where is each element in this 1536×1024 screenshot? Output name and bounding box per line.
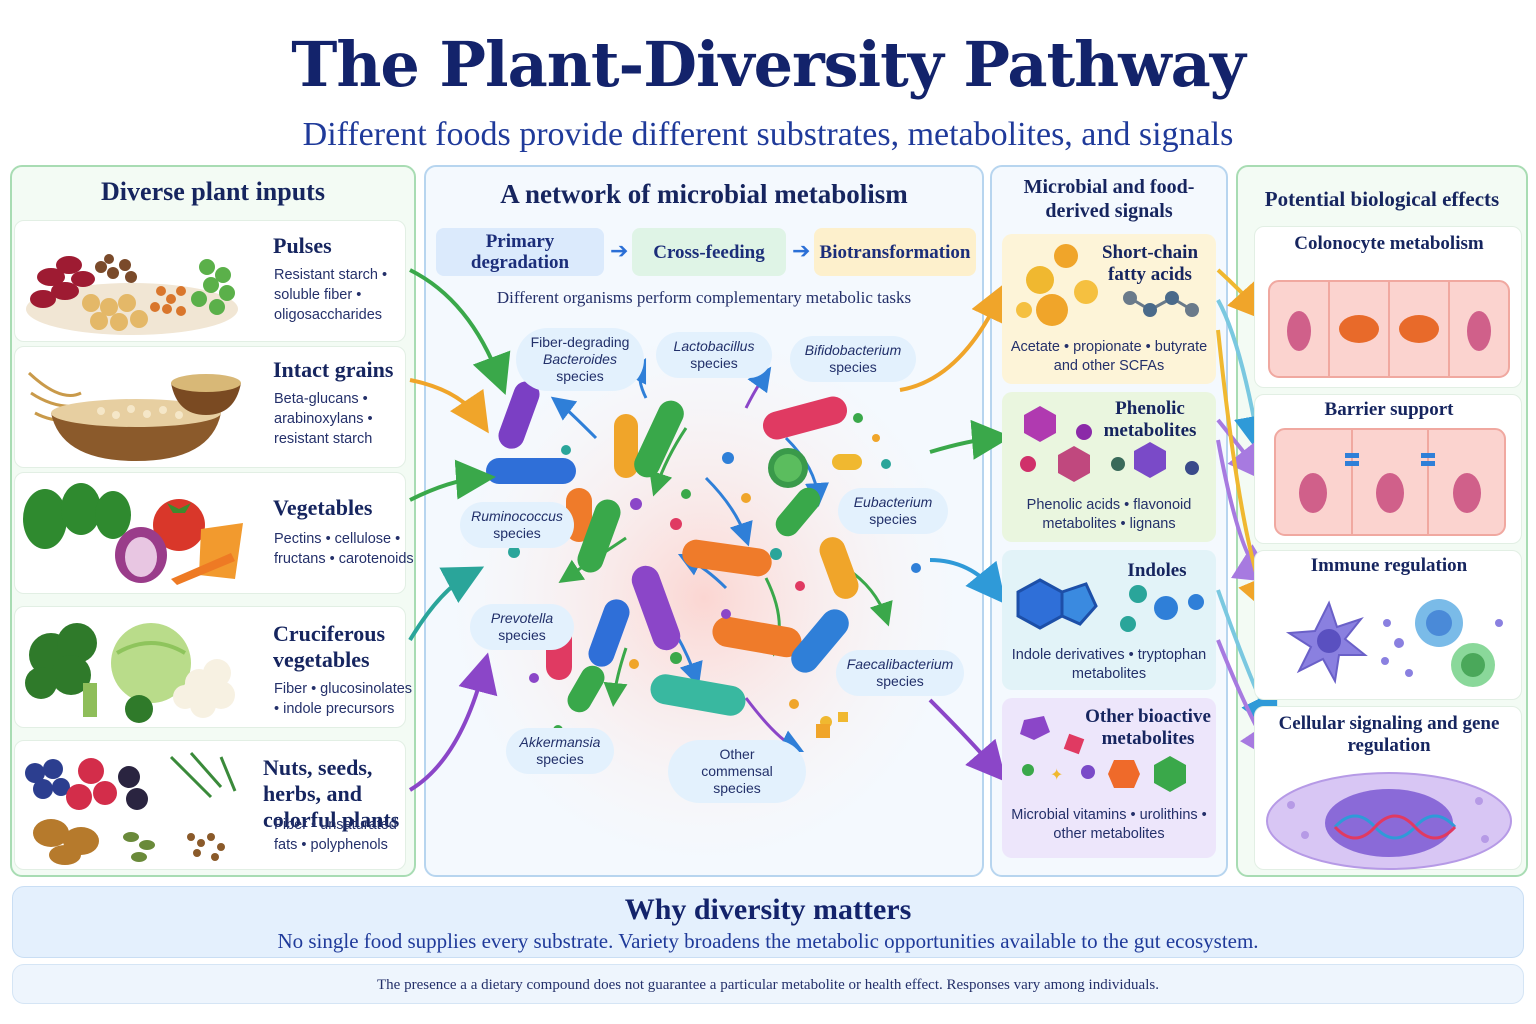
- phenolic-molecule-icon: [1020, 406, 1199, 482]
- why-text: No single food supplies every substrate.…: [277, 929, 1259, 953]
- species-ruminococcus: Ruminococcus species: [460, 502, 574, 548]
- page-title: The Plant-Diversity Pathway: [291, 28, 1246, 101]
- scfa-molecule-icon: [1016, 244, 1199, 326]
- food-desc: Resistant starch • soluble fiber • oligo…: [274, 267, 388, 323]
- effect-name: Immune regulation: [1310, 555, 1468, 576]
- effect-card-immune: Immune regulation: [1254, 550, 1522, 700]
- signal-desc: Indole derivatives • tryptophan metaboli…: [1011, 647, 1207, 682]
- why-title: Why diversity matters: [624, 893, 912, 926]
- effects-panel-title: Potential biological effects: [1264, 187, 1500, 211]
- immune-cells-icon: [1285, 599, 1503, 687]
- vegetables-icon: [23, 483, 243, 585]
- bioactive-molecule-icon: ✦: [1020, 716, 1186, 792]
- food-card-pulses: Pulses Resistant starch • soluble fiber …: [14, 220, 406, 342]
- food-name: Cruciferous vegetables: [273, 621, 386, 672]
- effect-name: Cellular signaling and gene regulation: [1278, 713, 1500, 756]
- signals-panel-title: Microbial and food-derived signals: [1023, 176, 1195, 222]
- food-desc: Beta-glucans • arabinoxylans • resistant…: [274, 391, 373, 447]
- effect-name: Barrier support: [1324, 399, 1454, 420]
- species-other-commensal: Other commensal species: [668, 740, 806, 803]
- colonocyte-icon: [1268, 280, 1510, 378]
- signal-name: Phenolic metabolites: [1103, 398, 1197, 441]
- food-desc: Fiber • unsaturated fats • polyphenols: [274, 817, 397, 853]
- indole-molecule-icon: [1016, 578, 1204, 632]
- cruciferous-icon: [25, 623, 235, 723]
- food-card-nuts-seeds: Nuts, seeds, herbs, and colorful plants …: [14, 740, 406, 870]
- signal-name: Indoles: [1127, 560, 1187, 581]
- signal-desc: Acetate • propionate • butyrate and othe…: [1010, 339, 1208, 374]
- food-card-cruciferous: Cruciferous vegetables Fiber • glucosino…: [14, 606, 412, 728]
- food-name: Nuts, seeds, herbs, and colorful plants: [263, 755, 400, 832]
- barrier-cells-icon: [1274, 428, 1506, 536]
- pulses-icon: [26, 254, 238, 335]
- signal-card-scfa: Short-chain fatty acids Acetate • propio…: [1002, 234, 1216, 384]
- food-card-grains: Intact grains Beta-glucans • arabinoxyla…: [14, 346, 406, 468]
- food-desc: Pectins • cellulose • fructans • caroten…: [274, 531, 414, 567]
- food-name: Pulses: [273, 233, 332, 258]
- svg-text:✦: ✦: [1050, 765, 1063, 784]
- disclaimer: The presence a a dietary compound does n…: [12, 964, 1524, 1004]
- nuts-seeds-icon: [25, 752, 237, 865]
- signal-desc: Microbial vitamins • urolithins • other …: [1011, 807, 1207, 842]
- effect-name: Colonocyte metabolism: [1294, 233, 1484, 254]
- grains-icon: [27, 371, 241, 461]
- signal-desc: Phenolic acids • flavonoid metabolites •…: [1026, 497, 1192, 532]
- cell-dna-icon: [1266, 772, 1512, 870]
- step-primary-degradation: Primary degradation: [436, 228, 604, 276]
- species-bifidobacterium: Bifidobacterium species: [790, 336, 916, 382]
- signal-name: Short-chain fatty acids: [1101, 242, 1199, 285]
- species-faecalibacterium: Faecalibacterium species: [836, 650, 964, 696]
- network-note: Different organisms perform complementar…: [496, 288, 912, 307]
- signal-card-other: ✦ Other bioactive metabolites Microbial …: [1002, 698, 1216, 858]
- food-name: Intact grains: [273, 357, 394, 382]
- species-eubacterium: Eubacterium species: [838, 488, 948, 534]
- arrow-right-icon: ➔: [792, 238, 811, 263]
- step-biotransformation: Biotransformation: [814, 228, 976, 276]
- arrow-right-icon: ➔: [610, 238, 629, 263]
- step-cross-feeding: Cross-feeding: [632, 228, 786, 276]
- species-akkermansia: Akkermansia species: [506, 728, 614, 774]
- signal-name: Other bioactive metabolites: [1085, 706, 1211, 749]
- food-desc: Fiber • glucosinolates • indole precurso…: [274, 681, 413, 717]
- why-diversity-box: Why diversity matters No single food sup…: [12, 886, 1524, 958]
- network-panel-title: A network of microbial metabolism: [500, 179, 908, 209]
- signal-card-indoles: Indoles Indole derivatives • tryptophan …: [1002, 550, 1216, 690]
- food-name: Vegetables: [273, 495, 373, 520]
- effect-card-colonocyte: Colonocyte metabolism: [1254, 226, 1522, 388]
- page-subtitle: Different foods provide different substr…: [302, 116, 1234, 153]
- species-lactobacillus: Lactobacillus species: [656, 332, 772, 378]
- effect-card-gene-regulation: Cellular signaling and gene regulation: [1254, 706, 1522, 870]
- species-bacteroides: Fiber-degrading Bacteroides species: [516, 328, 644, 391]
- food-card-vegetables: Vegetables Pectins • cellulose • fructan…: [14, 472, 414, 594]
- signal-card-phenolic: Phenolic metabolites Phenolic acids • fl…: [1002, 392, 1216, 542]
- inputs-panel-title: Diverse plant inputs: [101, 177, 325, 206]
- effect-card-barrier: Barrier support: [1254, 394, 1522, 544]
- species-prevotella: Prevotella species: [470, 604, 574, 650]
